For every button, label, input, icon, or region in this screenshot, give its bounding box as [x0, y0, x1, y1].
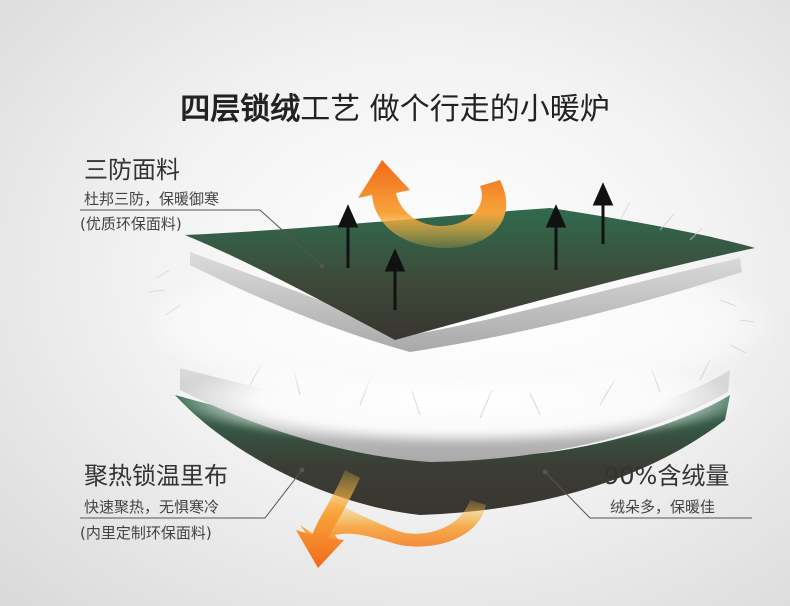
top-layer-line1: 杜邦三防，保暖御寒 [84, 190, 220, 208]
title-light: 工艺 做个行走的小暖炉 [300, 92, 610, 127]
bottom-layer-line2: (内里定制环保面料) [80, 524, 212, 542]
heat-retain-arrow-icon [296, 470, 486, 568]
up-arrow-icon [545, 204, 567, 270]
fill-line1: 绒朵多，保暖佳 [610, 498, 716, 516]
heat-reflect-arrow-icon [358, 160, 507, 249]
top-layer-line2: (优质环保面料) [80, 215, 182, 233]
fill-heading: 90%含绒量 [604, 462, 730, 490]
bottom-layer-line1: 快速聚热，无惧寒冷 [84, 498, 220, 516]
title-bold: 四层锁绒 [180, 92, 301, 127]
top-fabric [185, 208, 755, 340]
down-feather-strands-upper [148, 201, 755, 354]
bottom-layer-heading: 聚热锁温里布 [84, 462, 228, 490]
leader-lines [80, 209, 752, 519]
upper-lining-sheet [190, 252, 742, 352]
page-title: 四层锁绒工艺 做个行走的小暖炉 [0, 84, 790, 128]
up-arrow-icon [384, 248, 406, 310]
top-layer-heading: 三防面料 [84, 156, 180, 184]
heat-rise-arrows [337, 182, 614, 310]
up-arrow-icon [592, 182, 614, 244]
up-arrow-icon [337, 204, 359, 268]
